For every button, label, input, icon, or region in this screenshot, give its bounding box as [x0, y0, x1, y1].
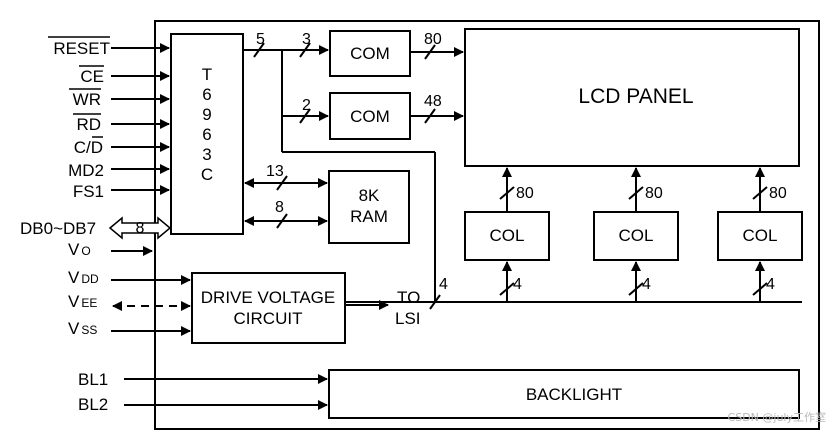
controller-label-6: C — [201, 165, 213, 184]
db-bus-width: 8 — [136, 220, 145, 237]
pin-cd: C/D — [74, 138, 103, 157]
controller-label-3: 9 — [202, 105, 211, 124]
pin-reset: RESET — [53, 39, 110, 58]
lsi-bus-width: 4 — [439, 276, 448, 293]
col-block-2: COL — [593, 211, 679, 261]
watermark: CSDN @july工作室 — [728, 410, 826, 424]
com1-out-tick — [424, 44, 436, 60]
com2-out-tick — [424, 108, 436, 124]
com1-out-width: 80 — [424, 31, 442, 48]
drive-label-2: CIRCUIT — [234, 309, 303, 328]
pin-ce: CE — [80, 67, 104, 86]
col2-in-tick — [628, 282, 644, 296]
col-block-3: COL — [717, 211, 803, 261]
controller-block: T 6 9 6 3 C — [170, 33, 244, 235]
com2-in-tick — [299, 108, 311, 124]
col3-out-width: 80 — [769, 185, 787, 202]
backlight-block: BACKLIGHT — [328, 369, 800, 419]
pin-wr: WR — [73, 90, 101, 109]
col3-in-tick — [752, 282, 768, 296]
ctrl-bus-width: 5 — [256, 31, 265, 48]
to-lsi-label-1: TO — [397, 288, 420, 307]
pin-bl2: BL2 — [78, 395, 108, 414]
lcd-panel-block: LCD PANEL — [464, 28, 800, 167]
col2-label: COL — [619, 226, 654, 245]
ctrl-bus-tick — [253, 42, 265, 58]
drive-label-1: DRIVE VOLTAGE — [201, 288, 335, 307]
com-block-1: COM — [329, 30, 411, 77]
controller-label-4: 6 — [202, 125, 211, 144]
backlight-label: BACKLIGHT — [526, 385, 622, 404]
com-block-2: COM — [329, 92, 411, 140]
col2-in-width: 4 — [642, 276, 651, 293]
col1-out-width: 80 — [516, 185, 534, 202]
controller-label-5: 3 — [202, 145, 211, 164]
ram-data-width: 8 — [275, 199, 284, 216]
col3-out-tick — [752, 186, 768, 200]
pin-md2: MD2 — [68, 161, 104, 180]
ram-label-1: 8K — [359, 186, 380, 205]
com2-out-width: 48 — [424, 93, 442, 110]
drive-voltage-block: DRIVE VOLTAGE CIRCUIT — [191, 272, 346, 344]
col2-out-width: 80 — [645, 185, 663, 202]
pin-rd: RD — [76, 115, 101, 134]
lcd-panel-label: LCD PANEL — [578, 85, 693, 108]
ram-data-tick — [276, 213, 288, 229]
pin-bl1: BL1 — [78, 370, 108, 389]
com1-label: COM — [350, 44, 390, 63]
col1-in-tick — [499, 282, 515, 296]
lsi-bus-tick — [429, 294, 441, 310]
col2-out-tick — [628, 186, 644, 200]
controller-label-2: 6 — [202, 85, 211, 104]
col1-label: COL — [490, 226, 525, 245]
db-bus-arrow — [108, 216, 172, 240]
to-lsi-label-2: LSI — [395, 309, 421, 328]
com1-in-width: 3 — [302, 31, 311, 48]
ram-address-tick — [276, 175, 288, 191]
pin-fs1: FS1 — [73, 182, 104, 201]
controller-label-1: T — [202, 65, 212, 84]
com2-in-width: 2 — [302, 97, 311, 114]
col1-in-width: 4 — [513, 276, 522, 293]
com1-in-tick — [299, 42, 311, 58]
col3-in-width: 4 — [766, 276, 775, 293]
ram-block: 8K RAM — [328, 170, 410, 244]
pin-db: DB0~DB7 — [20, 219, 96, 238]
ram-label-2: RAM — [350, 207, 388, 226]
ram-address-width: 13 — [266, 163, 284, 180]
col3-label: COL — [743, 226, 778, 245]
col1-out-tick — [499, 186, 515, 200]
col-block-1: COL — [464, 211, 550, 261]
com2-label: COM — [350, 107, 390, 126]
